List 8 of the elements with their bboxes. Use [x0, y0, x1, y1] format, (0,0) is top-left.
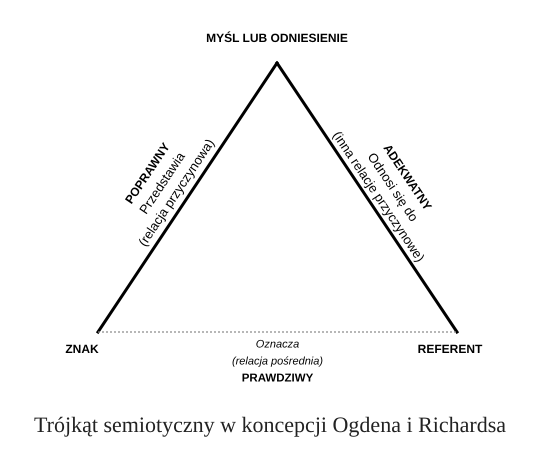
dashed-connector — [98, 331, 457, 333]
vertex-label: ZNAK — [65, 342, 99, 356]
connector-line — [96, 62, 278, 334]
caption: Trójkąt semiotyczny w koncepcji Ogdena i Richardsa — [34, 412, 506, 438]
connector-line — [276, 62, 458, 334]
vertex-label: MYŚL LUB ODNIESIENIE — [206, 31, 348, 45]
edge-label: Oznacza (relacja pośrednia) PRAWDZIWY — [230, 338, 324, 386]
vertex-label: REFERENT — [418, 342, 482, 356]
